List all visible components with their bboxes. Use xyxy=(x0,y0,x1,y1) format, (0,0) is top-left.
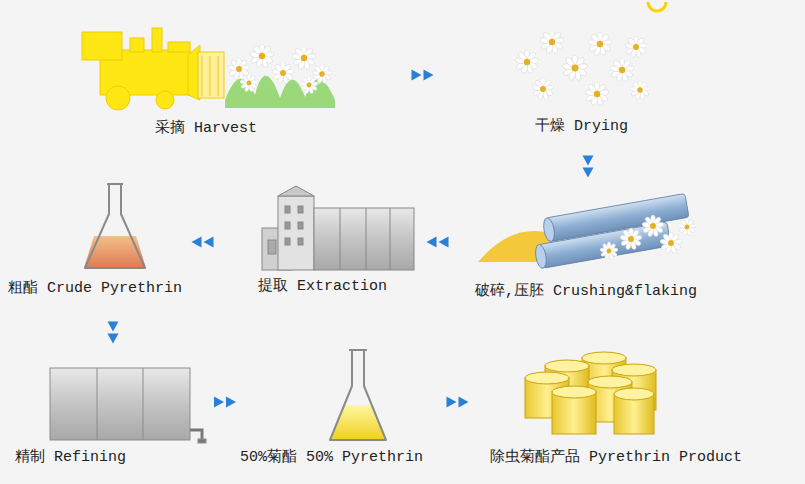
process-step: 干燥 Drying xyxy=(505,20,665,138)
flow-arrow xyxy=(190,237,215,248)
process-step: 提取 Extraction xyxy=(215,180,410,298)
english-label: Crude Pyrethrin xyxy=(47,280,182,298)
double-chevron xyxy=(192,237,214,248)
refining-tank xyxy=(50,368,206,443)
step-caption: 采摘 Harvest xyxy=(155,120,257,138)
process-step: 除虫菊酯产品 Pyrethrin Product xyxy=(485,340,795,469)
step-caption: 除虫菊酯产品 Pyrethrin Product xyxy=(490,449,742,467)
step-caption: 粗酯 Crude Pyrethrin xyxy=(8,280,182,298)
connector-path xyxy=(430,402,485,403)
barrels xyxy=(525,352,656,434)
double-chevron xyxy=(427,237,449,248)
double-chevron xyxy=(583,156,594,178)
crush-flowers xyxy=(600,215,696,260)
step-caption: 破碎,压胚 Crushing&flaking xyxy=(475,283,697,301)
flow-arrow xyxy=(583,138,594,195)
chinese-label: 破碎,压胚 xyxy=(475,283,544,301)
english-label: 50% Pyrethrin xyxy=(306,449,423,467)
chinese-label: 提取 xyxy=(258,278,288,296)
process-step: 50%菊酯 50% Pyrethrin xyxy=(235,340,430,469)
chinese-label: 除虫菊酯产品 xyxy=(490,449,580,467)
step-caption: 提取 Extraction xyxy=(258,278,387,296)
flowers xyxy=(228,44,332,94)
dried-flowers xyxy=(515,30,650,106)
english-label: Extraction xyxy=(297,278,387,296)
ring-decoration xyxy=(648,2,666,11)
connector-path xyxy=(113,300,114,365)
process-step: 粗酯 Crude Pyrethrin xyxy=(5,180,190,300)
chinese-label: 干燥 xyxy=(535,118,565,136)
double-chevron xyxy=(447,397,469,408)
step-caption: 干燥 Drying xyxy=(535,118,628,136)
crude-flask xyxy=(84,184,146,268)
flow-arrow xyxy=(430,397,485,408)
flow-arrow xyxy=(340,70,505,81)
chinese-label: 50%菊酯 xyxy=(240,449,297,467)
process-step: 采摘 Harvest xyxy=(75,25,340,140)
flow-arrow xyxy=(108,300,119,365)
double-chevron xyxy=(108,322,119,344)
process-step: 精制 Refining xyxy=(10,365,215,469)
double-chevron xyxy=(214,397,236,408)
english-label: Crushing&flaking xyxy=(553,283,697,301)
english-label: Drying xyxy=(574,118,628,136)
english-label: Pyrethrin Product xyxy=(589,449,742,467)
process-step: 破碎,压胚 Crushing&flaking xyxy=(465,195,770,303)
connector-path xyxy=(410,242,465,243)
rollers xyxy=(534,194,689,270)
double-chevron xyxy=(412,70,434,81)
flow-arrow xyxy=(410,237,465,248)
english-label: Refining xyxy=(54,449,126,467)
harvester xyxy=(82,28,224,110)
step-caption: 精制 Refining xyxy=(15,449,126,467)
flow-arrow xyxy=(214,397,236,408)
connector-path xyxy=(340,75,505,76)
english-label: Harvest xyxy=(194,120,257,138)
yellow-flask xyxy=(330,350,386,440)
chinese-label: 精制 xyxy=(15,449,45,467)
factory xyxy=(262,186,414,270)
connector-path xyxy=(588,138,589,195)
chinese-label: 采摘 xyxy=(155,120,185,138)
step-caption: 50%菊酯 50% Pyrethrin xyxy=(240,449,423,467)
chinese-label: 粗酯 xyxy=(8,280,38,298)
